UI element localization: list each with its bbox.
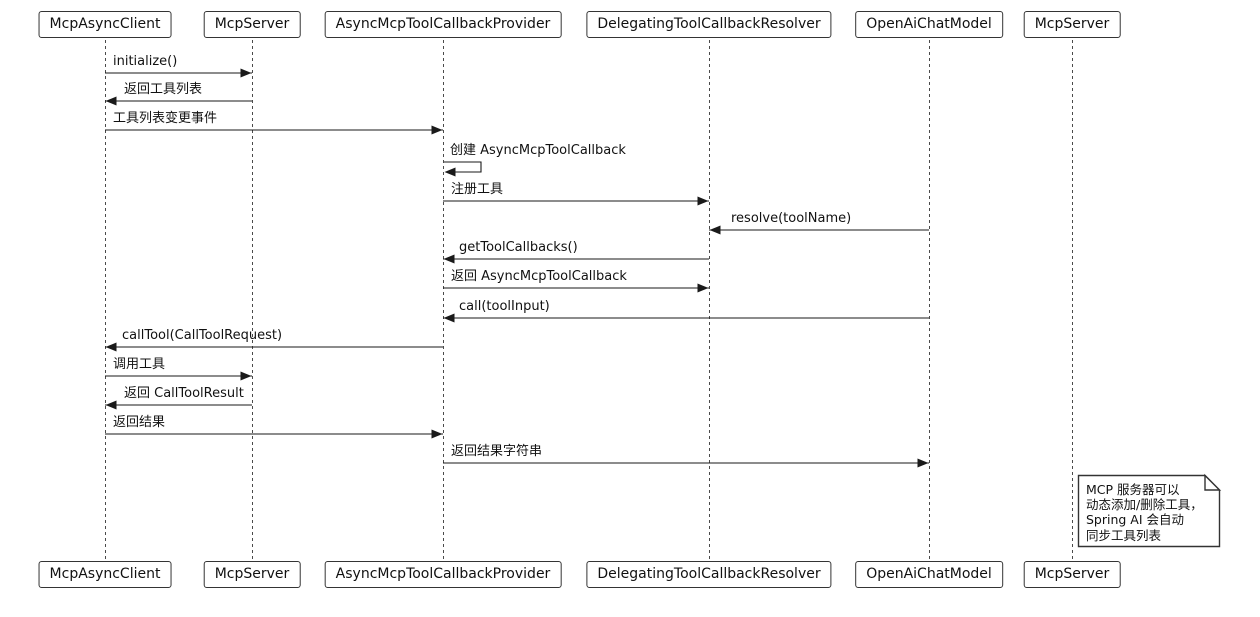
participant-top-delegating-tool-callback-resolver: DelegatingToolCallbackResolver xyxy=(586,11,832,38)
note-line-3: 同步工具列表 xyxy=(1086,527,1162,543)
message-label-13: 返回结果字符串 xyxy=(451,444,543,459)
message-label-8: call(toolInput) xyxy=(459,299,550,314)
message-label-6: getToolCallbacks() xyxy=(459,240,578,255)
message-label-12: 返回结果 xyxy=(113,415,166,430)
message-label-10: 调用工具 xyxy=(113,357,166,372)
arrowhead-left-icon xyxy=(105,400,117,410)
message-self-loop-3 xyxy=(444,161,482,173)
message-label-1: 返回工具列表 xyxy=(124,82,203,97)
participant-top-mcp-server-1: McpServer xyxy=(203,11,301,38)
arrowhead-left-icon xyxy=(444,167,456,177)
note-fold-icon xyxy=(1204,473,1222,491)
note-line-1: 动态添加/删除工具， xyxy=(1086,497,1203,513)
arrowhead-right-icon xyxy=(240,68,252,78)
participant-top-open-ai-chat-model: OpenAiChatModel xyxy=(855,11,1003,38)
message-label-0: initialize() xyxy=(113,54,178,69)
arrowhead-right-icon xyxy=(917,458,929,468)
message-label-3: 创建 AsyncMcpToolCallback xyxy=(450,143,626,158)
arrowhead-right-icon xyxy=(431,125,443,135)
arrowhead-right-icon xyxy=(697,283,709,293)
arrowhead-left-icon xyxy=(443,254,455,264)
arrowhead-right-icon xyxy=(431,429,443,439)
participant-bottom-mcp-async-client: McpAsyncClient xyxy=(38,561,172,588)
arrowhead-left-icon xyxy=(443,313,455,323)
note-line-2: Spring AI 会自动 xyxy=(1086,512,1185,528)
note-line-0: MCP 服务器可以 xyxy=(1086,482,1180,497)
participant-bottom-mcp-server-1: McpServer xyxy=(203,561,301,588)
participant-bottom-async-mcp-tool-callback-provider: AsyncMcpToolCallbackProvider xyxy=(324,561,562,588)
arrowhead-right-icon xyxy=(240,371,252,381)
message-label-11: 返回 CallToolResult xyxy=(124,386,244,401)
message-label-2: 工具列表变更事件 xyxy=(113,111,218,126)
arrowhead-right-icon xyxy=(697,196,709,206)
arrowhead-left-icon xyxy=(105,342,117,352)
participant-bottom-mcp-server-2: McpServer xyxy=(1023,561,1121,588)
participant-top-mcp-server-2: McpServer xyxy=(1023,11,1121,38)
note-shape xyxy=(1077,474,1221,548)
arrowhead-left-icon xyxy=(709,225,721,235)
message-label-5: resolve(toolName) xyxy=(731,211,852,226)
participant-bottom-delegating-tool-callback-resolver: DelegatingToolCallbackResolver xyxy=(586,561,832,588)
participant-top-async-mcp-tool-callback-provider: AsyncMcpToolCallbackProvider xyxy=(324,11,562,38)
message-label-7: 返回 AsyncMcpToolCallback xyxy=(451,269,627,284)
participant-bottom-open-ai-chat-model: OpenAiChatModel xyxy=(855,561,1003,588)
arrowhead-left-icon xyxy=(105,96,117,106)
message-label-4: 注册工具 xyxy=(451,182,504,197)
message-label-9: callTool(CallToolRequest) xyxy=(122,328,283,343)
participant-top-mcp-async-client: McpAsyncClient xyxy=(38,11,172,38)
